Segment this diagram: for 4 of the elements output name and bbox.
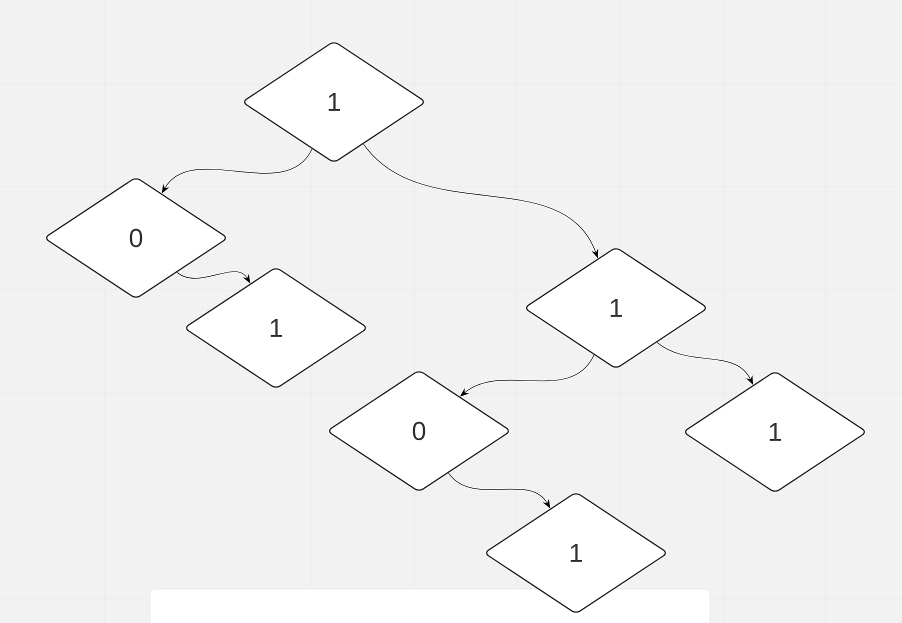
node-label: 1 <box>570 544 582 562</box>
arrow <box>162 148 312 194</box>
arrow <box>176 271 250 284</box>
arrow <box>448 472 550 508</box>
